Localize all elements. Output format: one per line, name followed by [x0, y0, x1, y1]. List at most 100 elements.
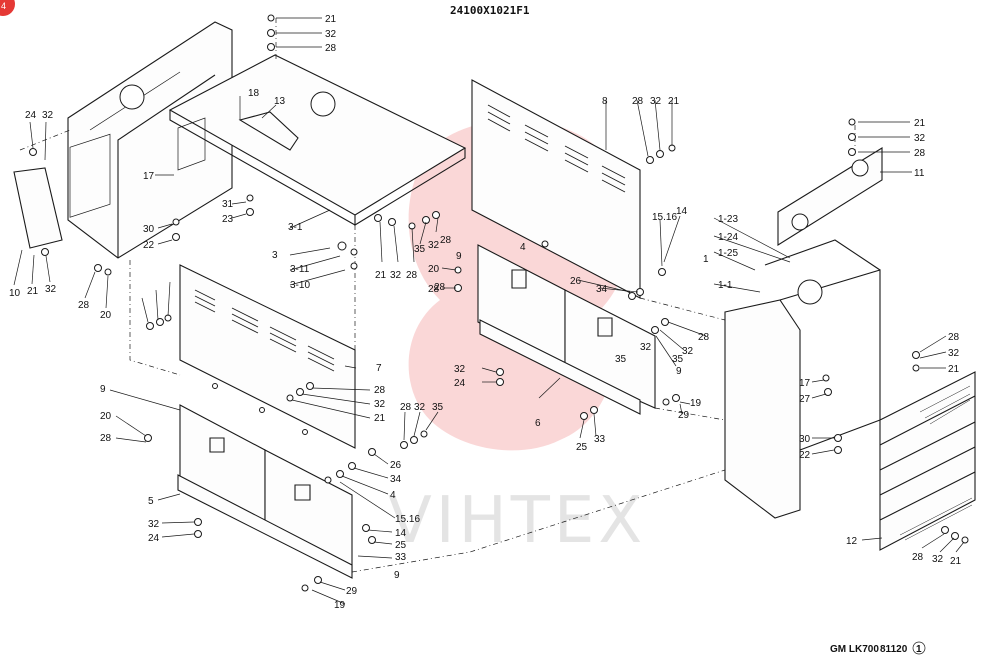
callout: 32 — [428, 240, 440, 251]
callout: 20 — [100, 411, 112, 422]
callout: 21 — [374, 413, 386, 424]
fasteners — [29, 14, 969, 592]
grille-12 — [879, 371, 976, 551]
callout: 20 — [100, 310, 112, 321]
callout: 32 — [914, 133, 926, 144]
callout: 32 — [948, 348, 960, 359]
callout: 28 — [400, 402, 412, 413]
callout: 21 — [27, 286, 39, 297]
callout: 21 — [325, 14, 337, 25]
callout: 32 — [148, 519, 160, 530]
callout: 6 — [535, 418, 541, 429]
callout: 3-11 — [290, 264, 310, 275]
callout: 4 — [520, 242, 526, 253]
callout: 21 — [914, 118, 926, 129]
callout: 32 — [650, 96, 662, 107]
callout: 22 — [799, 450, 811, 461]
callout: 31 — [222, 199, 234, 210]
callout: 25 — [395, 540, 407, 551]
callout: 1 — [703, 254, 709, 265]
callout: 21 — [950, 556, 962, 567]
callout: 32 — [682, 346, 694, 357]
side-panel-7 — [179, 264, 356, 449]
callout: 9 — [394, 570, 400, 581]
callout: 35 — [672, 354, 684, 365]
rear-end-wall — [19, 21, 233, 259]
callout: 28 — [912, 552, 924, 563]
footer: GM LK700 81120 1 — [830, 641, 926, 655]
callout: 28 — [406, 270, 418, 281]
callout: 19 — [334, 600, 346, 611]
callout: 15.16 — [652, 212, 677, 223]
footer-revision: 1 — [916, 644, 922, 655]
callout: 9 — [456, 251, 462, 262]
callout: 25 — [576, 442, 588, 453]
callout: 28 — [948, 332, 960, 343]
callout: 7 — [376, 363, 382, 374]
callout: 28 — [632, 96, 644, 107]
callout: 32 — [374, 399, 386, 410]
callout: 3-10 — [290, 280, 310, 291]
callout: 10 — [9, 288, 21, 299]
callout: 28 — [100, 433, 112, 444]
callout: 28 — [325, 43, 337, 54]
callout: 24 — [454, 378, 466, 389]
callout: 33 — [594, 434, 606, 445]
callout: 1-23 — [718, 214, 738, 225]
footer-code: 81120 — [880, 644, 908, 655]
callout: 30 — [799, 434, 811, 445]
callout: 28 — [78, 300, 90, 311]
callout: 28 — [434, 282, 446, 293]
callout: 11 — [914, 168, 925, 179]
callout: 32 — [42, 110, 54, 121]
corner-badge — [0, 0, 15, 16]
callout: 33 — [395, 552, 407, 563]
callout: 32 — [390, 270, 402, 281]
callout: 26 — [390, 460, 402, 471]
corner-badge-label: 4 — [1, 1, 6, 11]
callout-labels: 21 32 28 18 13 24 32 17 31 23 30 22 10 2… — [9, 14, 962, 611]
callout: 17 — [143, 171, 155, 182]
end-cover-plate-10 — [13, 167, 63, 249]
callout: 35 — [414, 244, 426, 255]
callout: 9 — [676, 366, 682, 377]
leader-lines — [13, 17, 965, 605]
callout: 23 — [222, 214, 234, 225]
callout: 28 — [698, 332, 710, 343]
callout: 22 — [143, 240, 155, 251]
callout: 13 — [274, 96, 286, 107]
middle-door-pair — [477, 244, 656, 415]
assembly-lines — [129, 18, 856, 573]
callout: 32 — [414, 402, 426, 413]
callout: 19 — [690, 398, 702, 409]
callout: 18 — [248, 88, 260, 99]
callout: 35 — [432, 402, 444, 413]
callout: 32 — [325, 29, 337, 40]
callout: 21 — [668, 96, 680, 107]
callout: 32 — [640, 342, 652, 353]
callout: 14 — [676, 206, 688, 217]
callout: 21 — [948, 364, 960, 375]
footer-revision-circle — [912, 641, 926, 655]
callout: 12 — [846, 536, 858, 547]
callout: 9 — [100, 384, 106, 395]
callout: 17 — [799, 378, 811, 389]
callout: 14 — [395, 528, 407, 539]
callout: 28 — [428, 284, 440, 295]
roof-panel — [168, 54, 467, 226]
callout: 20 — [428, 264, 440, 275]
callout: 28 — [374, 385, 386, 396]
callout: 34 — [390, 474, 402, 485]
lower-door-pair — [177, 404, 353, 579]
callout: 34 — [596, 284, 608, 295]
callout: 3-1 — [288, 222, 303, 233]
callout: 5 — [148, 496, 154, 507]
callout: 4 — [390, 490, 396, 501]
callout: 24 — [148, 533, 160, 544]
callout: 3 — [272, 250, 278, 261]
watermark-text: VIHTEX — [388, 484, 646, 558]
callout: 21 — [375, 270, 387, 281]
callout: 29 — [678, 410, 690, 421]
